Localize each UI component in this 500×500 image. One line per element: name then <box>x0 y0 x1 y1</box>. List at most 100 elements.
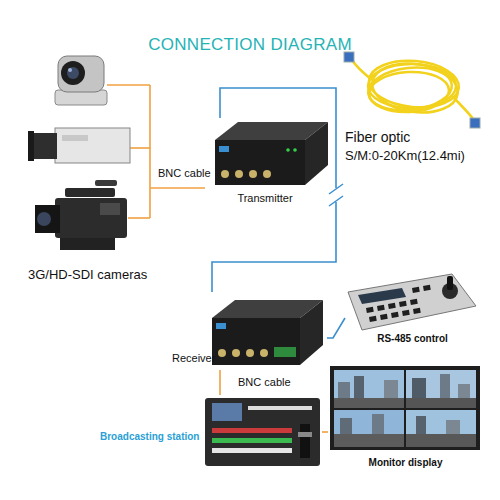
button-row <box>212 428 292 433</box>
pane-road <box>334 398 404 408</box>
node-label: Monitor display <box>328 457 483 469</box>
pane-building <box>338 382 350 400</box>
status-led <box>286 148 290 152</box>
node-label: Broadcasting station <box>100 431 208 443</box>
button-row <box>212 448 292 453</box>
pane-building <box>340 418 352 436</box>
transmitter-box <box>215 122 328 185</box>
pane-building <box>384 380 398 400</box>
pane-building <box>354 376 364 400</box>
camera-grip <box>60 238 115 250</box>
t-bar <box>300 424 310 458</box>
bnc-port <box>221 170 229 178</box>
bnc-port <box>260 349 268 357</box>
camera-group: 3G/HD-SDI cameras <box>25 45 150 290</box>
pane-building <box>446 420 460 436</box>
joystick-stick <box>447 276 453 290</box>
video-switcher <box>205 398 320 466</box>
fiber-port <box>216 323 226 329</box>
line-break-gap <box>331 188 341 202</box>
fiber-port <box>219 146 229 152</box>
line-break-mark <box>329 196 343 206</box>
line-break-mark <box>329 184 343 194</box>
pane-building <box>372 414 384 436</box>
pane-sky <box>406 410 476 447</box>
bnc-port <box>235 170 243 178</box>
camera-mic <box>95 180 117 186</box>
bnc-bus <box>149 85 151 218</box>
cable-connector <box>212 88 336 292</box>
box-camera <box>28 128 130 163</box>
camera-head <box>58 56 104 92</box>
pane-sky <box>334 410 404 447</box>
keyboard-body <box>348 274 476 330</box>
pane-road <box>406 398 476 408</box>
lens-glass <box>67 67 79 79</box>
button-row <box>248 406 312 410</box>
key <box>413 308 421 314</box>
control-keyboard <box>348 274 476 330</box>
terminal-block <box>274 347 296 357</box>
viewfinder <box>100 203 120 215</box>
coil-loop <box>369 58 461 118</box>
camcorder <box>35 180 127 250</box>
node-label: Receiver <box>172 352 217 365</box>
key <box>391 312 399 318</box>
pane-sky <box>406 370 476 408</box>
node-label: Fiber optic <box>345 129 485 146</box>
fiber-tail <box>352 60 372 80</box>
node-label: 3G/HD-SDI cameras <box>28 267 178 283</box>
control-keyboard: RS-485 control <box>345 272 480 348</box>
monitor-pane <box>406 410 476 447</box>
node-label: S/M:0-20Km(12.4mi) <box>345 148 495 164</box>
key <box>410 299 418 305</box>
lens-hood <box>35 205 60 233</box>
fiber-cable: Fiber opticS/M:0-20Km(12.4mi) <box>343 52 483 167</box>
pane-road <box>334 434 404 447</box>
fiber-tail <box>452 96 474 120</box>
monitor-frame <box>330 366 480 450</box>
camera-body <box>55 128 130 163</box>
button-row <box>212 438 292 443</box>
cable-connector <box>219 370 221 395</box>
fiber-coil <box>344 52 480 128</box>
box-front <box>212 318 300 365</box>
key-grid <box>366 285 431 322</box>
receiver-unit: Receiver <box>172 292 327 370</box>
lens-glass <box>37 212 51 226</box>
lens-ring <box>28 131 34 161</box>
t-bar-handle <box>298 432 312 437</box>
key <box>369 316 377 322</box>
node-label: Transmitter <box>205 192 325 205</box>
cable-connector <box>322 431 328 433</box>
monitor-pane <box>334 410 404 447</box>
key <box>366 307 374 313</box>
bnc-port <box>249 170 257 178</box>
camera-handle <box>65 188 115 197</box>
key <box>399 301 407 307</box>
cable-connector <box>150 187 205 189</box>
status-led <box>293 148 297 152</box>
switcher-screen <box>212 403 242 421</box>
coil-loop <box>368 70 450 114</box>
camera-lens <box>32 133 57 159</box>
bnc-port <box>246 349 254 357</box>
pane-building <box>412 378 426 400</box>
monitor-wall <box>330 366 480 450</box>
lens-glint <box>68 68 72 72</box>
ptz-camera <box>55 56 107 105</box>
monitor-pane <box>406 370 476 408</box>
bnc-port <box>218 349 226 357</box>
bnc-wire <box>107 84 150 86</box>
fiber-connector <box>470 118 480 128</box>
pane-building <box>458 384 470 400</box>
camera-body <box>55 198 127 238</box>
transmitter-unit: Transmitter <box>205 118 325 208</box>
broadcast-switcher: Broadcasting station <box>100 395 322 470</box>
camera-lens <box>61 61 85 85</box>
pane-building <box>440 374 450 400</box>
monitor-display: Monitor display <box>328 362 483 472</box>
bnc-port <box>232 349 240 357</box>
